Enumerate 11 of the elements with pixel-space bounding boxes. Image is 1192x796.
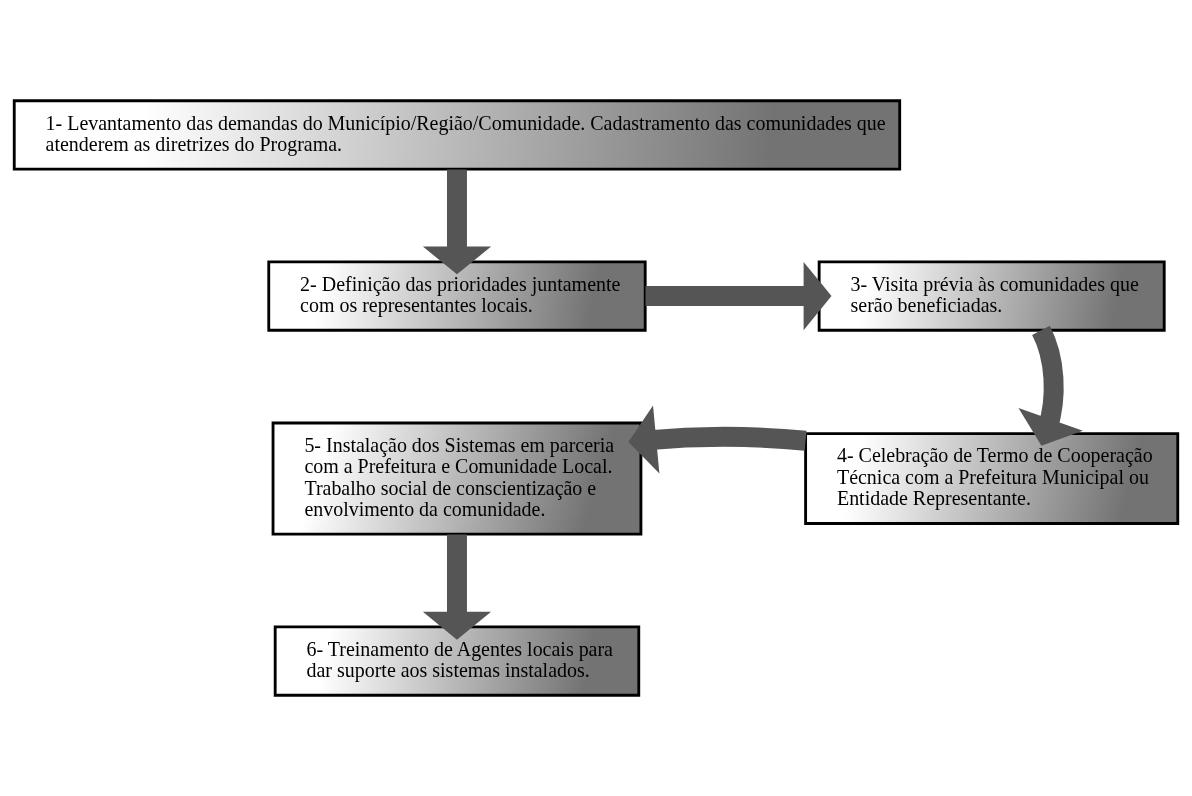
- arrow: [628, 405, 807, 474]
- node-box: 6- Treinamento de Agentes locais para dar suporte aos sistemas instalados.: [273, 625, 641, 697]
- node-box: 2- Definição das prioridades juntamente com os representantes locais.: [267, 260, 647, 332]
- node-box: 1- Levantamento das demandas do Município/Região/Comunidade. Cadastramento das comunidades que atenderem as diretrizes do Programa.: [12, 99, 902, 171]
- arrow: [422, 169, 492, 275]
- node-box: 5- Instalação dos Sistemas em parceria com a Prefeitura e Comunidade Local. Trabalho social de conscientização e envolvimento da comunidade.: [271, 421, 643, 536]
- node-box: 4- Celebração de Termo de Cooperação Técnica com a Prefeitura Municipal ou Entidade Representante.: [804, 432, 1180, 525]
- arrow: [645, 261, 832, 331]
- arrow: [422, 534, 492, 640]
- arrow: [1018, 326, 1083, 446]
- node-box: 3- Visita prévia às comunidades que serão beneficiadas.: [817, 260, 1166, 332]
